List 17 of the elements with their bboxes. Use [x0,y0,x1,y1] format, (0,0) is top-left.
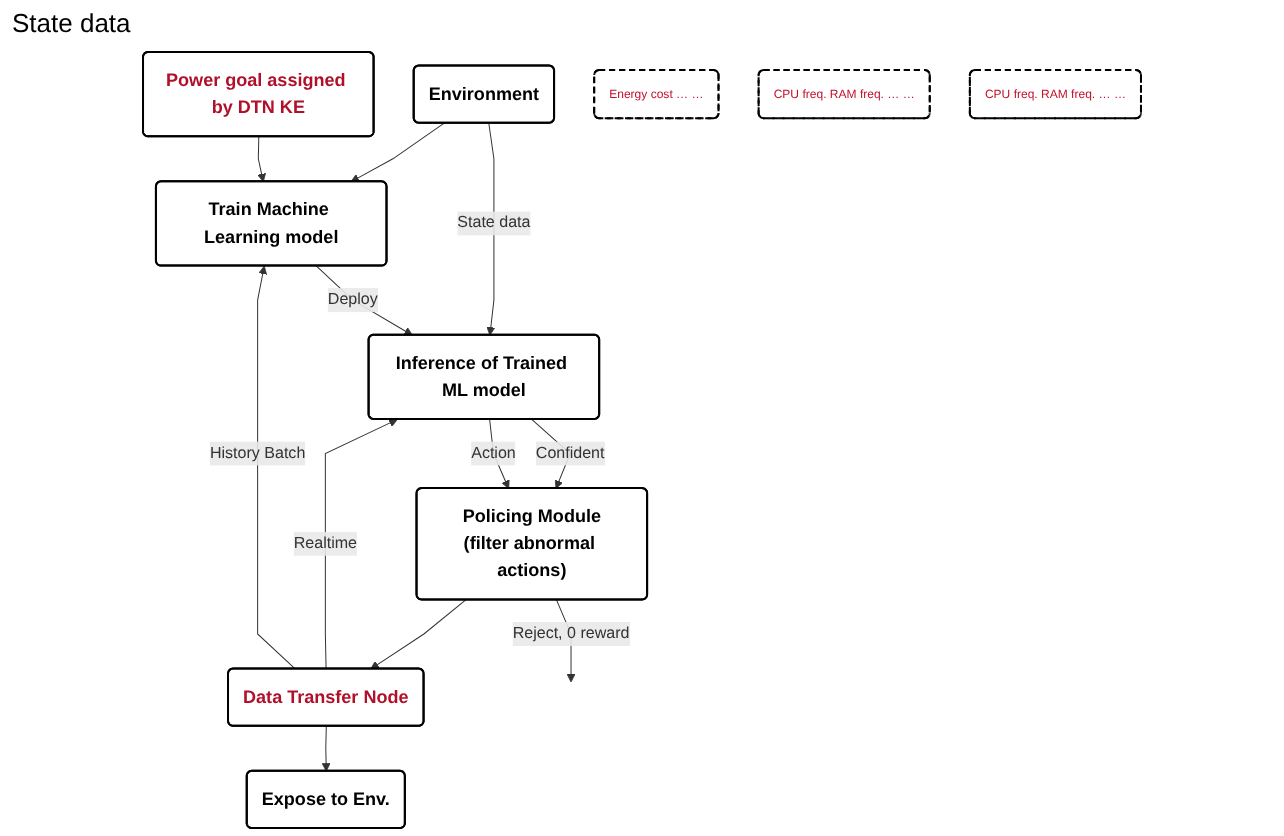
edge-label: State data [457,214,531,232]
arrow [257,265,296,670]
arrow [324,418,398,670]
arrow [350,122,445,183]
arrow [316,265,413,336]
edge-label: Confident [535,444,605,462]
arrow [486,122,496,336]
arrow [489,418,510,489]
edge-label: Reject, 0 reward [512,624,630,643]
edge-label: Deploy [327,291,378,309]
arrow [257,136,266,183]
edge-label: Action [471,444,516,462]
arrow [370,599,467,670]
note-text: State data [12,8,131,38]
arrow [321,725,331,772]
edge-label: History Batch [209,444,306,462]
edge-label: Realtime [293,534,358,552]
